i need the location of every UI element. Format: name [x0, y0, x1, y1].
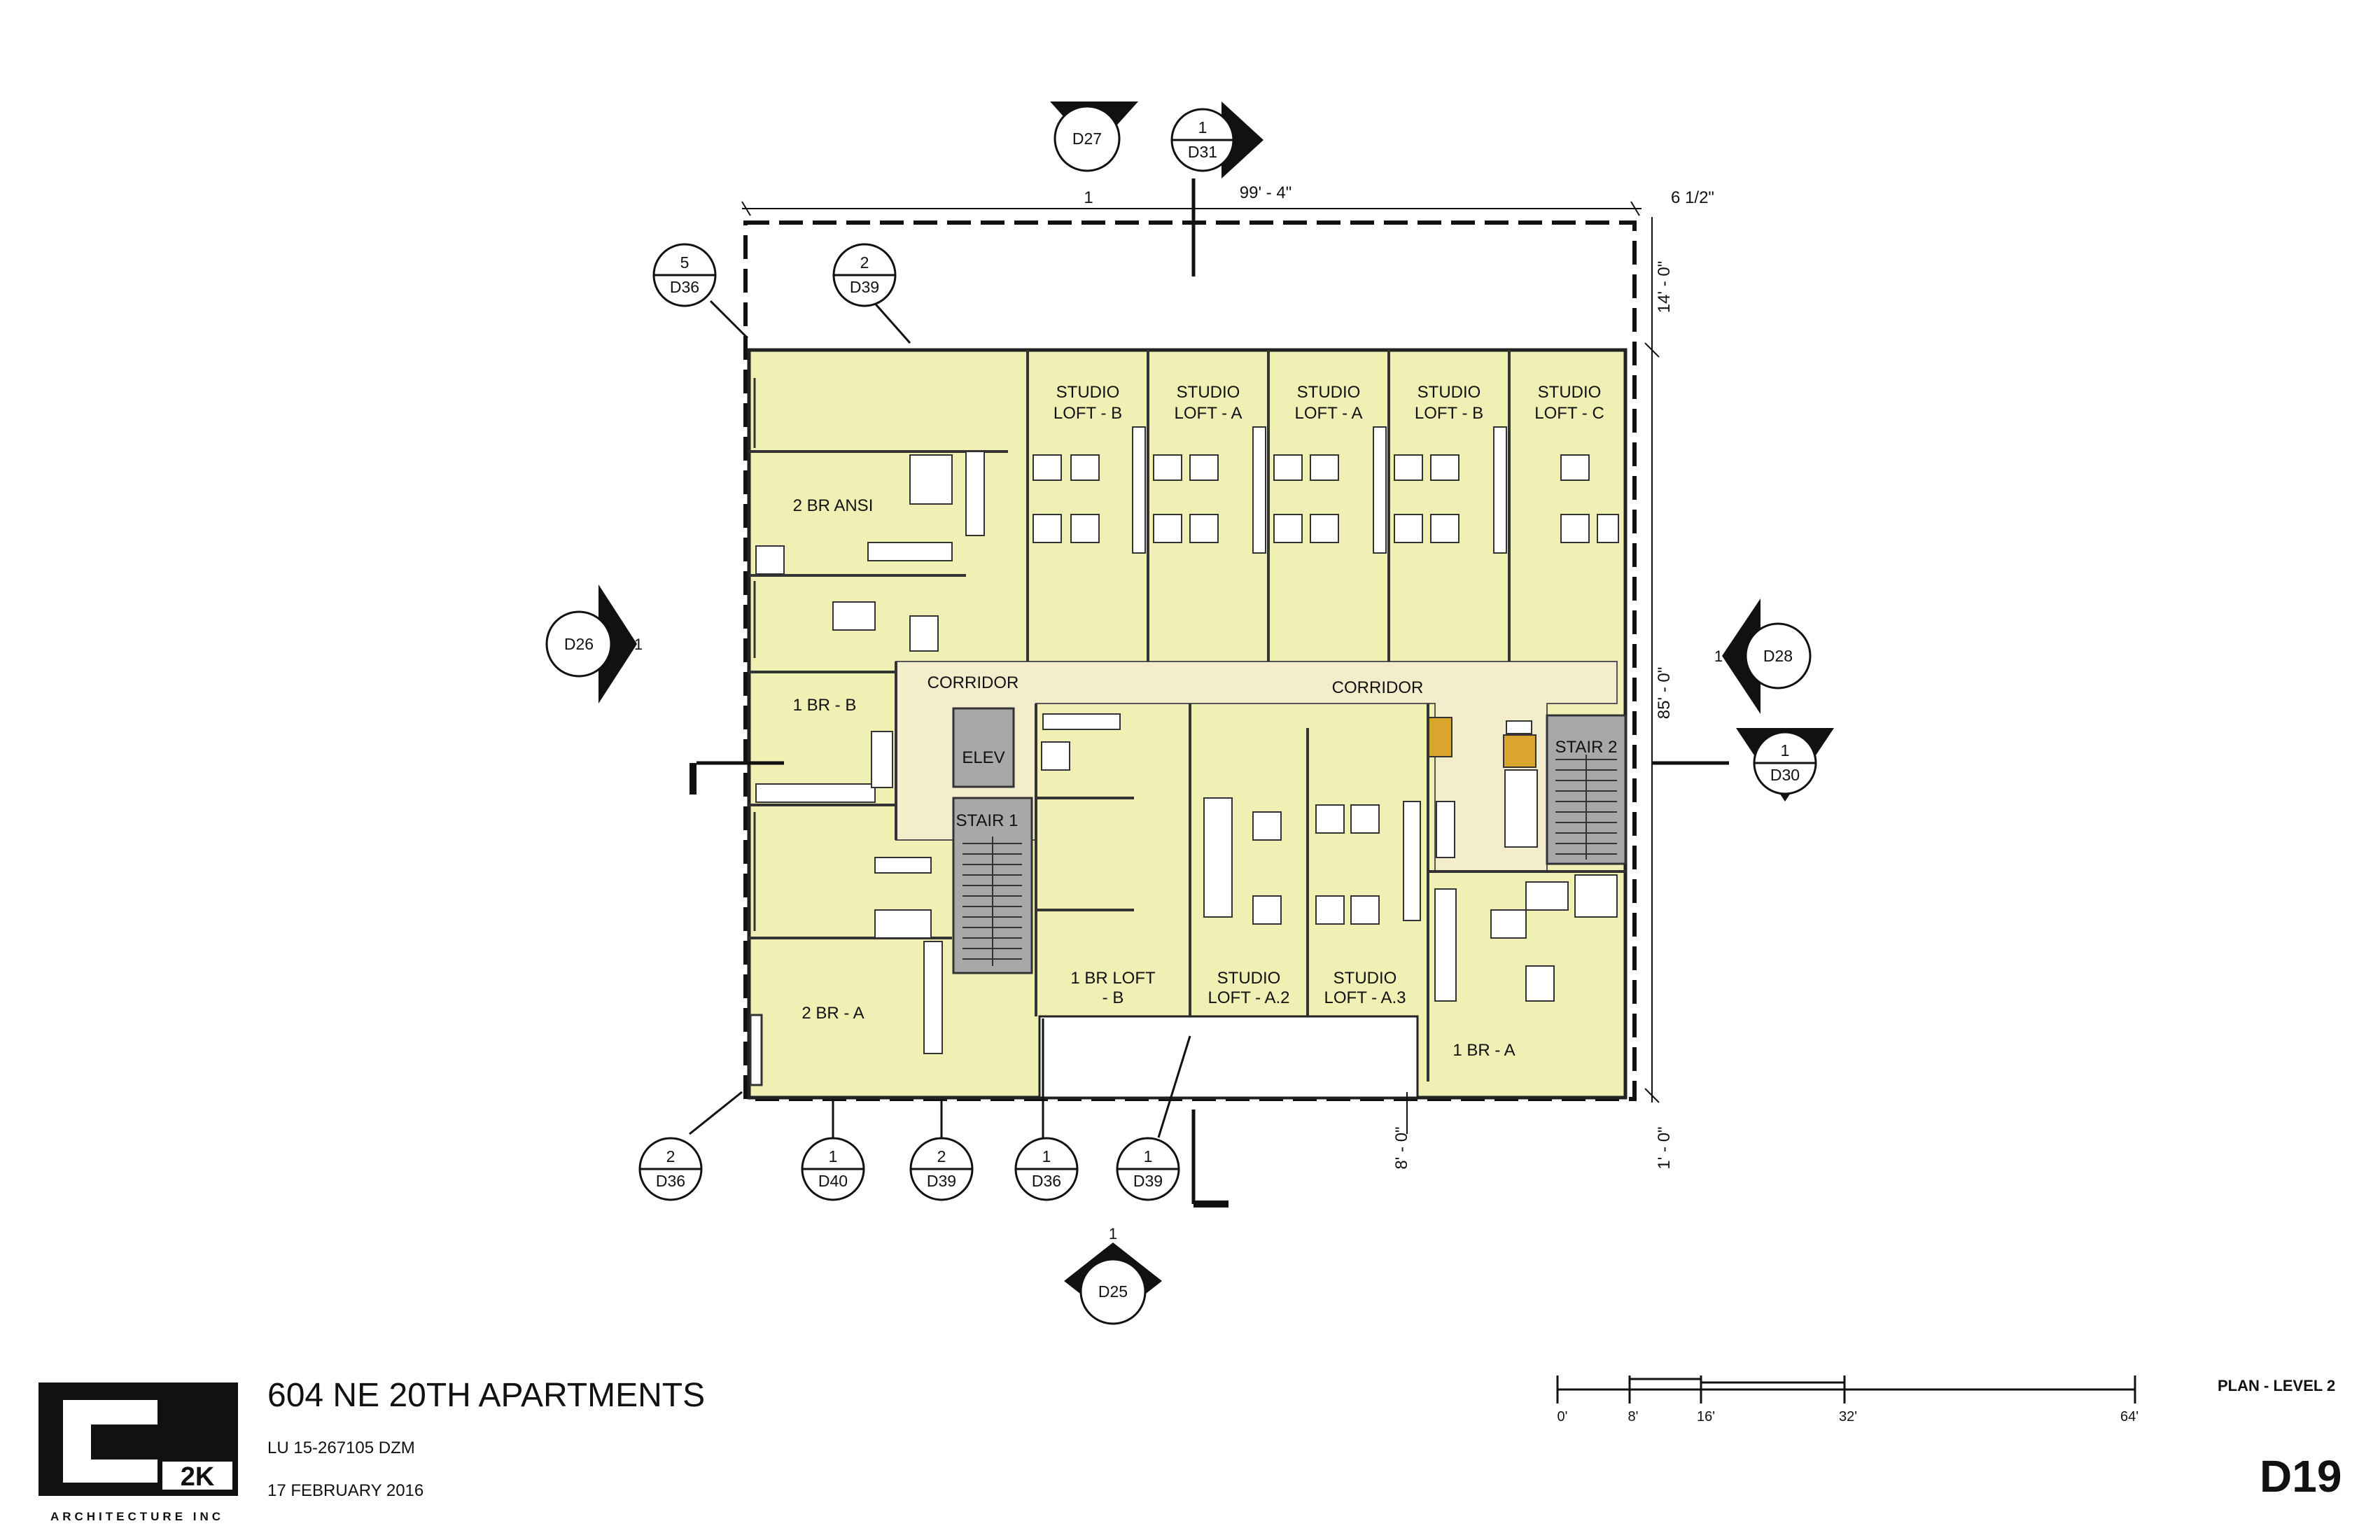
callout-sheet: D39 — [1133, 1172, 1163, 1190]
section-marks — [690, 178, 1729, 1208]
callout-n-d39: 2 D39 — [832, 243, 897, 307]
callout-s-d39a: 2 D39 — [909, 1137, 974, 1201]
room-label: CORRIDOR — [927, 673, 1019, 692]
callout-sheet: D36 — [670, 278, 699, 296]
sheet-title: PLAN - LEVEL 2 — [2218, 1377, 2336, 1394]
callout-sheet: D39 — [850, 278, 879, 296]
callout-top: 2 — [937, 1147, 946, 1166]
room-label: STUDIO — [1538, 383, 1602, 402]
room-label: STUDIO — [1297, 383, 1361, 402]
room-label: LOFT - C — [1534, 404, 1604, 423]
fixtures — [755, 426, 1619, 1054]
scale-label: 16' — [1697, 1409, 1715, 1424]
interior-walls — [749, 350, 1625, 1082]
room-label: LOFT - A — [1295, 404, 1363, 423]
callout-top: 5 — [680, 253, 690, 272]
callout-top-d31: 1 D31 — [1170, 102, 1264, 178]
callout-top: 1 — [1144, 1147, 1153, 1166]
scale-label: 32' — [1839, 1409, 1857, 1424]
room-label: 1 BR LOFT — [1070, 969, 1156, 988]
callout-sheet: D25 — [1098, 1282, 1128, 1301]
sheet-number: D19 — [2260, 1451, 2342, 1502]
callout-nw-d36: 5 D36 — [652, 243, 717, 307]
dimension-label: 6 1/2" — [1671, 188, 1714, 207]
callout-sheet: D36 — [656, 1172, 685, 1190]
callout-west-d26: D26 1 — [545, 584, 643, 704]
callout-ref: 1 — [1109, 1225, 1117, 1242]
callout-top: 2 — [666, 1147, 676, 1166]
callout-s-d36: 1 D36 — [1014, 1137, 1079, 1201]
callout-sheet: D26 — [564, 635, 594, 653]
room-label: LOFT - A.2 — [1208, 988, 1290, 1007]
dimension-label: 1' - 0" — [1655, 1126, 1674, 1169]
elevator-core — [952, 707, 1015, 788]
callout-top-d27: D27 — [1050, 102, 1138, 172]
project-date: 17 FEBRUARY 2016 — [267, 1481, 424, 1500]
room-labels: STUDIO LOFT - B STUDIO LOFT - A STUDIO L… — [793, 383, 1618, 1060]
stair-treads — [962, 755, 1617, 966]
logo-caption: ARCHITECTURE INC — [50, 1510, 224, 1523]
callout-ref: 1 — [634, 636, 643, 653]
mechanical-box-2 — [1503, 734, 1536, 768]
west-windows — [749, 378, 763, 1086]
callout-sheet: D30 — [1770, 766, 1800, 784]
room-label: STUDIO — [1418, 383, 1481, 402]
callout-top: 1 — [1781, 741, 1790, 760]
room-label: STUDIO — [1177, 383, 1240, 402]
room-label: CORRIDOR — [1332, 678, 1424, 697]
callout-sheet: D31 — [1188, 143, 1217, 161]
room-label: STUDIO — [1334, 969, 1397, 988]
room-label: - B — [1102, 988, 1124, 1007]
callout-sheet: D39 — [927, 1172, 956, 1190]
scale-bar: 0' 8' 16' 32' 64' — [1556, 1376, 2138, 1424]
dimension-lines — [741, 201, 1660, 1134]
scale-label: 0' — [1558, 1409, 1568, 1424]
logo-sub: 2K — [181, 1462, 215, 1492]
room-label: LOFT - A.3 — [1324, 988, 1406, 1007]
callout-top: 1 — [1042, 1147, 1051, 1166]
callout-sheet: D28 — [1763, 647, 1793, 665]
callout-sheet: D36 — [1032, 1172, 1061, 1190]
room-label: LOFT - B — [1415, 404, 1483, 423]
room-label: 1 BR - B — [793, 696, 857, 715]
callout-s-d40: 1 D40 — [801, 1137, 865, 1201]
callout-east-d28: D28 1 — [1714, 598, 1812, 714]
callout-sheet: D40 — [818, 1172, 848, 1190]
room-label: ELEV — [962, 748, 1004, 767]
callout-bottom-d25: D25 1 — [1064, 1225, 1162, 1325]
room-label: 2 BR ANSI — [793, 496, 874, 515]
callout-s-d39b: 1 D39 — [1116, 1137, 1180, 1201]
dimension-labels: 99' - 4" 1 6 1/2" 14' - 0" 85' - 0" 1' -… — [1084, 183, 1714, 1170]
firm-logo: 2K ARCHITECTURE INC — [38, 1382, 238, 1523]
callout-top: 1 — [829, 1147, 838, 1166]
dimension-label: 85' - 0" — [1655, 667, 1674, 719]
room-label: STAIR 1 — [956, 811, 1018, 830]
dimension-label: 14' - 0" — [1655, 261, 1674, 313]
room-label: LOFT - A — [1175, 404, 1242, 423]
south-recess — [1038, 1015, 1419, 1099]
dimension-label: 8' - 0" — [1392, 1126, 1411, 1169]
mechanical-box-1 — [1427, 717, 1452, 757]
room-label: STAIR 2 — [1555, 738, 1618, 757]
callout-sheet: D27 — [1072, 130, 1102, 148]
dimension-label: 1 — [1084, 188, 1093, 207]
room-label: STUDIO — [1056, 383, 1120, 402]
callout-east-d30: 1 D30 — [1736, 728, 1834, 802]
room-label: 2 BR - A — [802, 1004, 864, 1023]
callout-ref: 1 — [1714, 648, 1723, 665]
callout-top: 2 — [860, 253, 869, 272]
room-label: STUDIO — [1217, 969, 1281, 988]
callout-sw-d36: 2 D36 — [638, 1137, 703, 1201]
property-line — [743, 220, 1637, 1101]
callout-top: 1 — [1198, 118, 1208, 136]
project-title: 604 NE 20TH APARTMENTS — [267, 1377, 706, 1414]
scale-label: 8' — [1628, 1409, 1639, 1424]
dimension-label: 99' - 4" — [1240, 183, 1292, 202]
room-label: 1 BR - A — [1452, 1041, 1515, 1060]
room-label: LOFT - B — [1054, 404, 1122, 423]
case-number: LU 15-267105 DZM — [267, 1438, 415, 1457]
scale-label: 64' — [2120, 1409, 2138, 1424]
